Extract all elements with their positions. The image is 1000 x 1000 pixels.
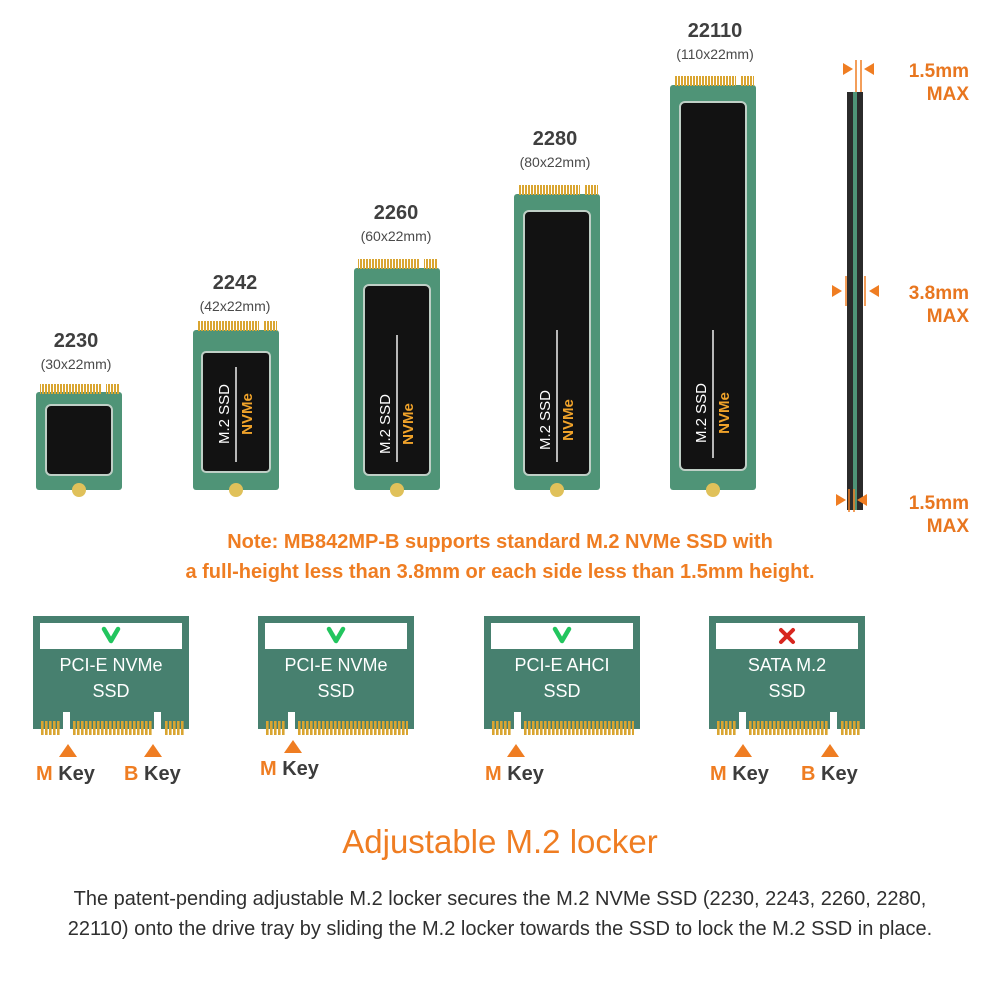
card-type-line-1: PCI-E NVMe — [59, 655, 163, 675]
check-icon — [101, 626, 121, 644]
ssd-side-profile — [832, 60, 879, 512]
chip-brand-label: M.2 SSD — [537, 390, 554, 450]
note-line-2: a full-height less than 3.8mm or each si… — [185, 561, 815, 583]
chip-brand-label: M.2 SSD — [377, 394, 394, 454]
ssd-size-dims-22110: (110x22mm) — [676, 46, 754, 62]
ssd-size-title-22110: 22110 — [687, 20, 743, 42]
section-title: Adjustable M.2 locker — [342, 823, 658, 860]
b-key-arrow-icon — [821, 744, 839, 757]
card-type-line-1: SATA M.2 — [747, 655, 827, 675]
ssd-size-dims-2260: (60x22mm) — [360, 228, 432, 244]
b-key-arrow-icon — [144, 744, 162, 757]
b-key-label: B Key — [124, 763, 181, 785]
ssd-size-dims-2242: (42x22mm) — [199, 298, 271, 314]
m-key-label: M Key — [36, 763, 95, 785]
check-icon — [552, 626, 572, 644]
ssd-boards-drawing: M.2 SSD NVMe M.2 SSD NVMe M.2 SSD NVMe — [36, 60, 879, 512]
card-type-line-1: PCI-E AHCI — [514, 655, 610, 675]
ssd-board-2280: M.2 SSD NVMe — [514, 185, 600, 497]
compatibility-note: Note: MB842MP-B supports standard M.2 NV… — [0, 527, 1000, 587]
m-key-arrow-icon — [284, 740, 302, 753]
card-type-line-2: SSD — [317, 681, 355, 701]
chip-protocol-label: NVMe — [400, 403, 417, 445]
m-key-label: M Key — [710, 763, 769, 785]
key-card-pcie-ahci-m: PCI-E AHCI SSD — [484, 616, 640, 740]
chip-protocol-label: NVMe — [716, 392, 733, 434]
m-key-arrow-icon — [734, 744, 752, 757]
ssd-size-title-2260: 2260 — [373, 202, 419, 224]
m-key-arrow-icon — [59, 744, 77, 757]
section-description: The patent-pending adjustable M.2 locker… — [67, 888, 933, 940]
ssd-board-2260: M.2 SSD NVMe — [354, 259, 440, 497]
card-type-line-2: SSD — [543, 681, 581, 701]
ssd-size-dims-2280: (80x22mm) — [519, 154, 591, 170]
chip-protocol-label: NVMe — [560, 399, 577, 441]
ssd-size-title-2242: 2242 — [212, 272, 258, 294]
card-type-line-2: SSD — [768, 681, 806, 701]
card-type-line-1: PCI-E NVMe — [284, 655, 388, 675]
b-key-label: B Key — [801, 763, 858, 785]
ssd-board-2230 — [36, 384, 122, 497]
chip-protocol-label: NVMe — [239, 393, 256, 435]
m-key-label: M Key — [485, 763, 544, 785]
m-key-arrow-icon — [507, 744, 525, 757]
m-key-label: M Key — [260, 758, 319, 780]
check-icon — [326, 626, 346, 644]
ssd-board-22110: M.2 SSD NVMe — [670, 76, 756, 497]
card-type-line-2: SSD — [92, 681, 130, 701]
ssd-size-dims-2230: (30x22mm) — [40, 356, 112, 372]
ssd-board-2242: M.2 SSD NVMe — [193, 321, 279, 497]
note-line-1: Note: MB842MP-B supports standard M.2 NV… — [227, 531, 773, 553]
cross-icon — [779, 628, 795, 644]
chip-brand-label: M.2 SSD — [693, 383, 710, 443]
ssd-size-title-2280: 2280 — [532, 128, 578, 150]
chip-brand-label: M.2 SSD — [216, 384, 233, 444]
ssd-size-title-2230: 2230 — [53, 330, 99, 352]
